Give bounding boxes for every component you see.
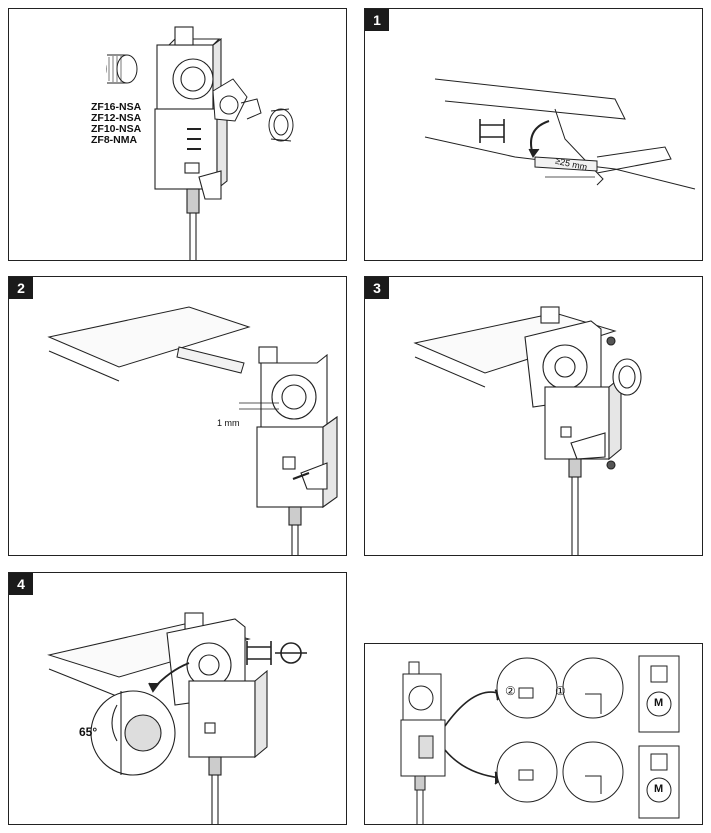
symbol-boxes	[638, 655, 680, 819]
step-marker: ②	[505, 684, 516, 698]
manual-override-illustration	[400, 655, 680, 824]
shaft-length-illustration	[424, 78, 696, 190]
manual-override-panel: ② ① M M	[364, 643, 703, 825]
angle-label: 65°	[79, 725, 98, 739]
mount-actuator-illustration	[47, 306, 338, 555]
step-2-panel: 2 1 mm	[8, 276, 347, 556]
model-list: ZF16-NSA ZF12-NSA ZF10-NSA ZF8-NMA	[91, 102, 141, 146]
actuator-body	[166, 612, 268, 824]
actuator-body	[154, 26, 228, 260]
detail-circles	[496, 657, 624, 803]
model-label: ZF16-NSA	[91, 101, 142, 113]
actuator-body	[256, 346, 338, 555]
step-badge: 1	[365, 9, 389, 31]
step-3-panel: 3	[364, 276, 703, 556]
motor-symbol: M	[654, 783, 664, 795]
model-label: ZF12-NSA	[91, 112, 142, 124]
model-label: ZF10-NSA	[91, 123, 142, 135]
rotation-angle-illustration	[47, 612, 307, 824]
lock-symbol	[479, 119, 505, 143]
overview-panel: ZF16-NSA ZF12-NSA ZF10-NSA ZF8-NMA	[8, 8, 347, 261]
model-label: ZF8-NMA	[91, 134, 138, 146]
actuator-body	[400, 661, 446, 824]
symbol-lock-ring	[246, 641, 307, 665]
step-4-panel: 4 65°	[8, 572, 347, 825]
step-marker: ①	[555, 684, 566, 698]
step-badge: 4	[9, 573, 33, 595]
actuator-exploded-illustration	[106, 26, 294, 260]
actuator-body	[524, 306, 642, 555]
fix-clamp-illustration	[413, 306, 642, 555]
clamp-parts	[212, 78, 294, 142]
motor-symbol: M	[654, 697, 664, 709]
step-1-panel: 1 ≥25 mm	[364, 8, 703, 261]
adapter-knob	[106, 54, 138, 84]
angle-detail	[90, 690, 176, 776]
step-badge: 2	[9, 277, 33, 299]
gap-dimension: 1 mm	[217, 418, 240, 428]
step-badge: 3	[365, 277, 389, 299]
